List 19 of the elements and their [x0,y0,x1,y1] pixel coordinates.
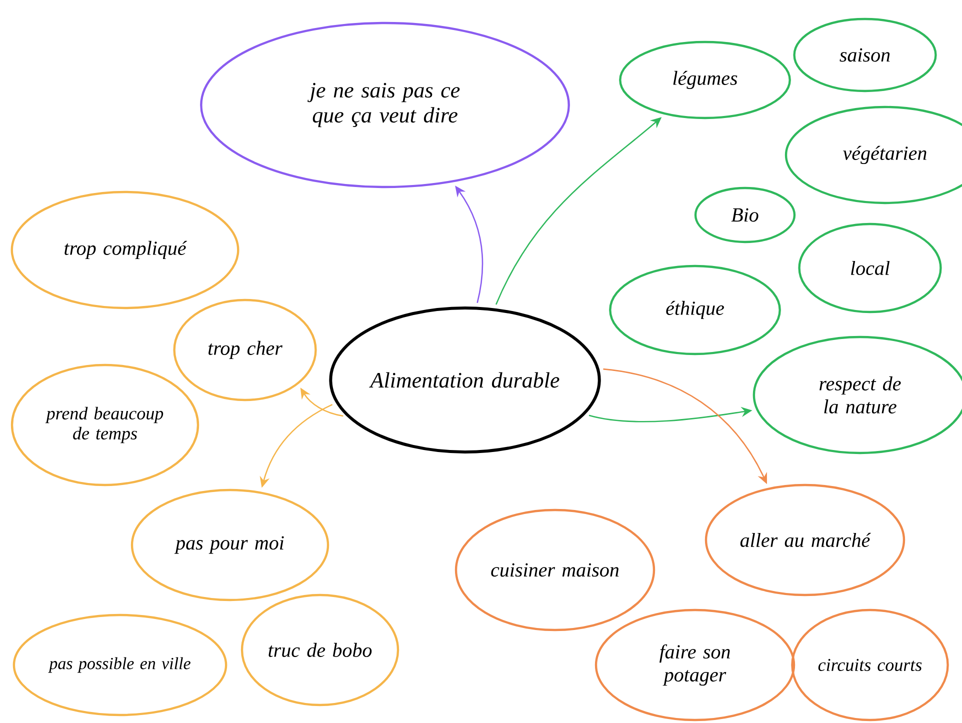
ellipse-bubble: végétarien [784,106,962,204]
ellipse-bubble: légumes [619,40,791,120]
ellipse-bubble: Alimentation durable [329,306,601,454]
ellipse-bubble: je ne sais pas ce que ça veut dire [200,22,570,188]
ellipse-bubble: respect de la nature [752,336,962,454]
ellipse-bubble: pas pour moi [130,488,330,602]
ellipse-bubble: circuits courts [791,608,949,722]
ellipse-bubble: éthique [609,264,781,356]
ellipse-bubble: pas possible en ville [12,614,228,716]
ellipse-bubble: faire son potager [594,608,796,722]
ellipse-bubble: truc de bobo [240,594,400,706]
ellipse-bubble: prend beaucoup de temps [10,364,200,486]
ellipse-bubble: trop compliqué [10,190,240,310]
ellipse-bubble: saison [793,18,937,92]
ellipse-bubble: trop cher [173,298,317,402]
ellipse-bubble: aller au marché [704,484,906,596]
ellipse-bubble: Bio [694,186,796,244]
ellipse-bubble: local [798,222,942,314]
ellipse-bubble: cuisiner maison [454,508,656,632]
